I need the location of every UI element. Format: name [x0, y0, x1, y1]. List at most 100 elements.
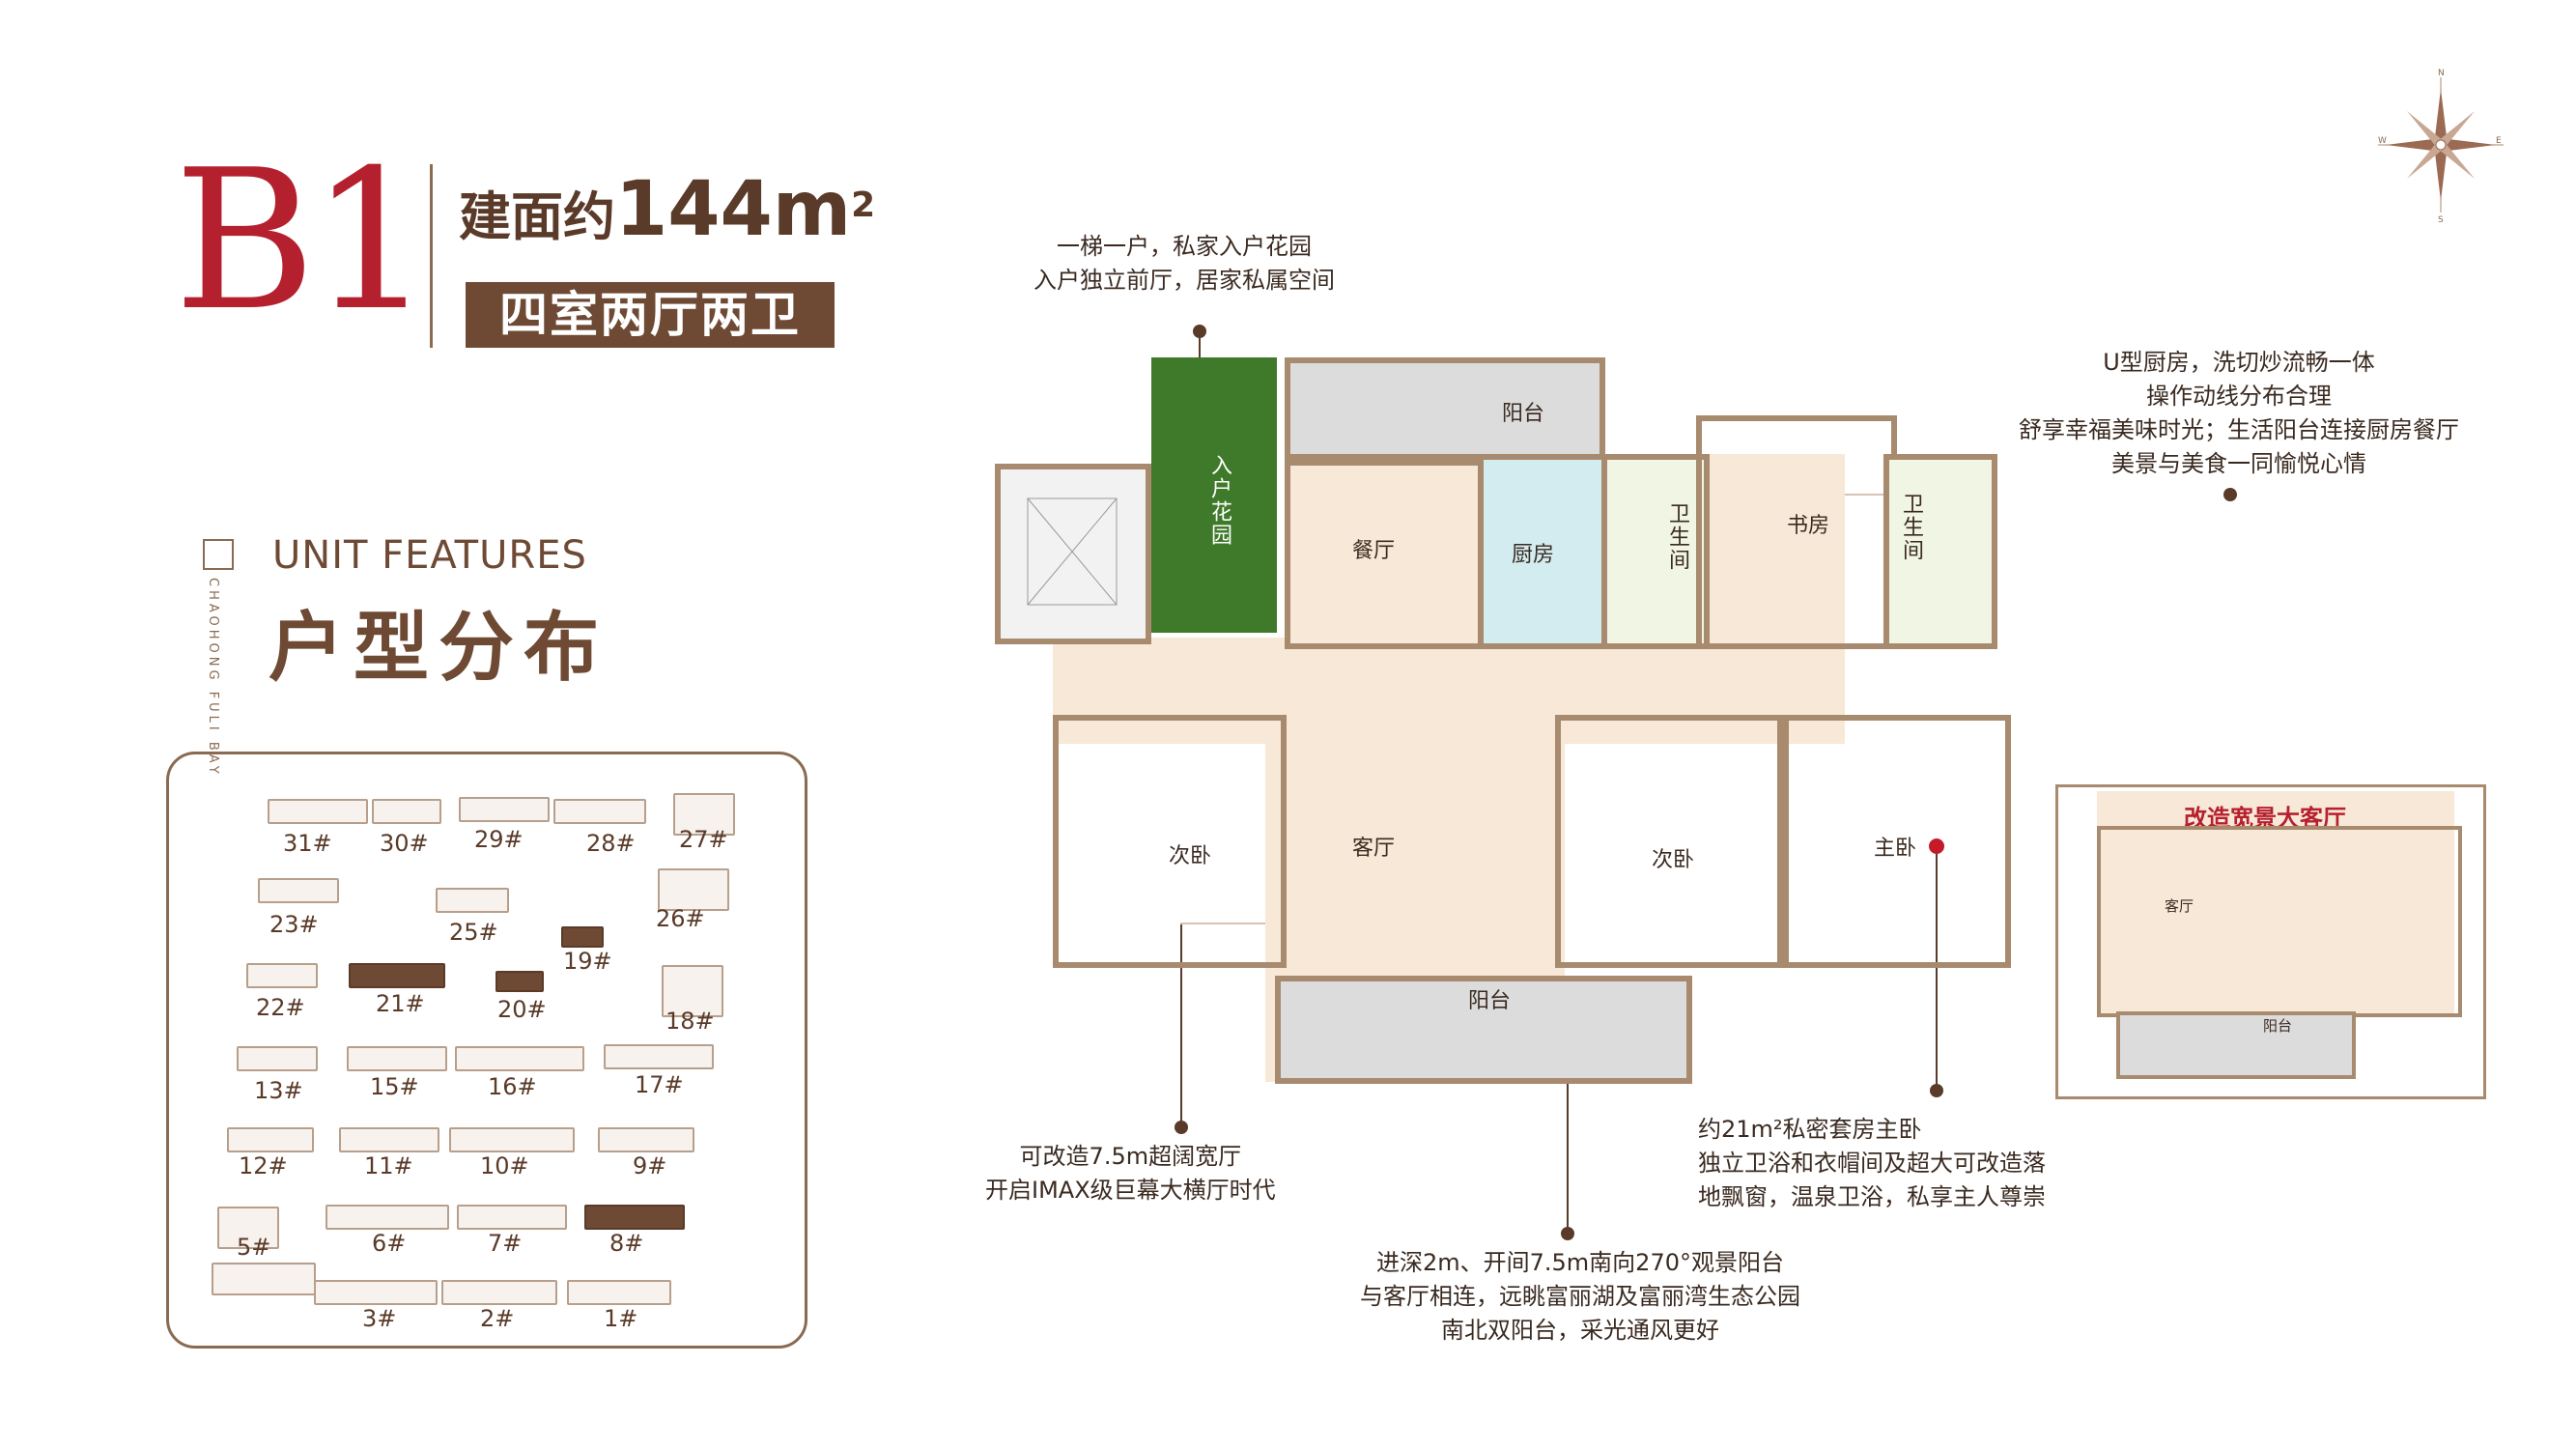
- building-block-highlight: [349, 963, 445, 988]
- south-balcony: [1275, 976, 1692, 1084]
- building-block: [227, 1127, 314, 1152]
- callout-line: 美景与美食一同愉悦心情: [2111, 450, 2366, 477]
- building-block: [268, 799, 368, 824]
- leader-dot: [1175, 1121, 1188, 1134]
- leader-line: [1936, 848, 1938, 1090]
- building-label: 18#: [665, 1008, 715, 1035]
- elevator: [995, 464, 1151, 644]
- room-label-balcony-south: 阳台: [1468, 989, 1512, 1013]
- room-label-bedroom2b: 次卧: [1652, 848, 1695, 872]
- building-label: 5#: [237, 1234, 271, 1261]
- room-label-living: 客厅: [1352, 837, 1396, 861]
- building-block-highlight: [561, 926, 604, 948]
- building-block: [441, 1280, 557, 1305]
- floor-plan: 入户花园 阳台 餐厅 厨房 卫生间 书房 卫生间 次卧 客厅 次卧 主卧 阳台: [985, 348, 2011, 1101]
- room-label-bath1: 卫生间: [1665, 502, 1689, 572]
- bedroom-2a: [1053, 715, 1287, 968]
- building-label: 31#: [283, 830, 332, 857]
- bathroom-2: [1883, 454, 1997, 649]
- building-label: 20#: [497, 996, 547, 1023]
- callout-master: 约21m²私密套房主卧 独立卫浴和衣帽间及超大可改造落 地飘窗，温泉卫浴，私享主…: [1698, 1113, 2046, 1214]
- building-block: [604, 1044, 714, 1069]
- callout-line: 进深2m、开间7.5m南向270°观景阳台: [1375, 1249, 1784, 1276]
- leader-dot: [1930, 1084, 1943, 1097]
- building-block: [553, 799, 646, 824]
- building-label: 1#: [604, 1305, 638, 1332]
- building-block: [658, 868, 729, 911]
- building-label: 22#: [256, 994, 305, 1021]
- layout-tag: 四室两厅两卫: [466, 282, 835, 348]
- unit-code: B1: [174, 128, 433, 354]
- room-label-bedroom2a: 次卧: [1169, 844, 1212, 868]
- building-block-highlight: [495, 971, 544, 992]
- leader-dot: [1193, 325, 1206, 338]
- building-label: 25#: [449, 919, 498, 946]
- building-block: [237, 1046, 318, 1071]
- building-label: 2#: [480, 1305, 515, 1332]
- building-block-highlight: [584, 1205, 685, 1230]
- compass-s: S: [2438, 215, 2444, 222]
- callout-line: 舒享幸福美味时光；生活阳台连接厨房餐厅: [2019, 416, 2459, 443]
- building-label: 29#: [474, 826, 524, 853]
- building-block: [212, 1263, 316, 1295]
- building-label: 19#: [563, 948, 612, 975]
- room-label-dining: 餐厅: [1352, 539, 1396, 563]
- leader-line: [1567, 1072, 1569, 1232]
- leader-dot: [1561, 1227, 1574, 1240]
- features-cn-title: 户型分布: [269, 605, 609, 692]
- area-sup: 2: [851, 185, 876, 225]
- building-label: 3#: [362, 1305, 397, 1332]
- area-prefix: 建面约: [459, 186, 615, 247]
- north-balcony: [1285, 357, 1605, 466]
- building-block: [673, 793, 735, 836]
- master-bedroom: [1777, 715, 2011, 968]
- building-label: 6#: [372, 1230, 407, 1257]
- leader-dot: [2223, 488, 2237, 501]
- building-label: 30#: [380, 830, 429, 857]
- callout-garden: 一梯一户，私家入户花园 入户独立前厅，居家私属空间: [1033, 230, 1335, 298]
- bedroom-2b: [1555, 715, 1789, 968]
- room-label-study: 书房: [1787, 514, 1830, 538]
- building-block: [339, 1127, 439, 1152]
- callout-line: 约21m²私密套房主卧: [1698, 1116, 1922, 1143]
- callout-line: 入户独立前厅，居家私属空间: [1033, 267, 1335, 294]
- building-label: 15#: [370, 1073, 419, 1100]
- features-en-title: UNIT FEATURES: [272, 533, 587, 578]
- building-block: [436, 888, 509, 913]
- callout-line: U型厨房，洗切炒流畅一体: [2103, 349, 2375, 376]
- callout-balcony: 进深2m、开间7.5m南向270°观景阳台 与客厅相连，远眺富丽湖及富丽湾生态公…: [1360, 1246, 1800, 1348]
- building-block: [326, 1205, 449, 1230]
- room-label-garden: 入户花园: [1207, 454, 1231, 547]
- area-value: 144: [615, 166, 773, 253]
- callout-line: 一梯一户，私家入户花园: [1057, 233, 1312, 260]
- building-block: [567, 1280, 671, 1305]
- brand-vertical: CHAOHONG FULI BAY: [206, 578, 220, 778]
- building-label: 16#: [488, 1073, 537, 1100]
- mini-label-living: 客厅: [2165, 897, 2194, 915]
- bathroom-1: [1601, 454, 1710, 649]
- callout-line: 地飘窗，温泉卫浴，私享主人尊崇: [1698, 1183, 2046, 1210]
- callout-line: 操作动线分布合理: [2146, 383, 2332, 410]
- area-unit: m: [772, 166, 852, 253]
- building-label: 13#: [254, 1077, 303, 1104]
- entry-garden: [1151, 357, 1277, 633]
- building-label: 21#: [376, 990, 425, 1017]
- compass-n: N: [2438, 69, 2445, 78]
- room-label-master: 主卧: [1874, 837, 1917, 861]
- room-label-bath2: 卫生间: [1899, 493, 1923, 562]
- building-block: [258, 878, 339, 903]
- callout-living: 可改造7.5m超阔宽厅 开启IMAX级巨幕大横厅时代: [985, 1140, 1276, 1208]
- building-label: 7#: [488, 1230, 523, 1257]
- callout-line: 开启IMAX级巨幕大横厅时代: [985, 1177, 1276, 1204]
- compass-e: E: [2496, 136, 2502, 146]
- building-block: [455, 1046, 584, 1071]
- compass-w: W: [2378, 136, 2387, 146]
- leader-line: [1180, 923, 1182, 1125]
- building-label: 9#: [633, 1152, 667, 1179]
- building-label: 8#: [609, 1230, 644, 1257]
- building-label: 23#: [269, 911, 319, 938]
- compass-icon: N S E W: [2378, 69, 2504, 222]
- building-block: [372, 799, 441, 824]
- area-label: 建面约144m2: [459, 166, 875, 253]
- building-label: 28#: [586, 830, 636, 857]
